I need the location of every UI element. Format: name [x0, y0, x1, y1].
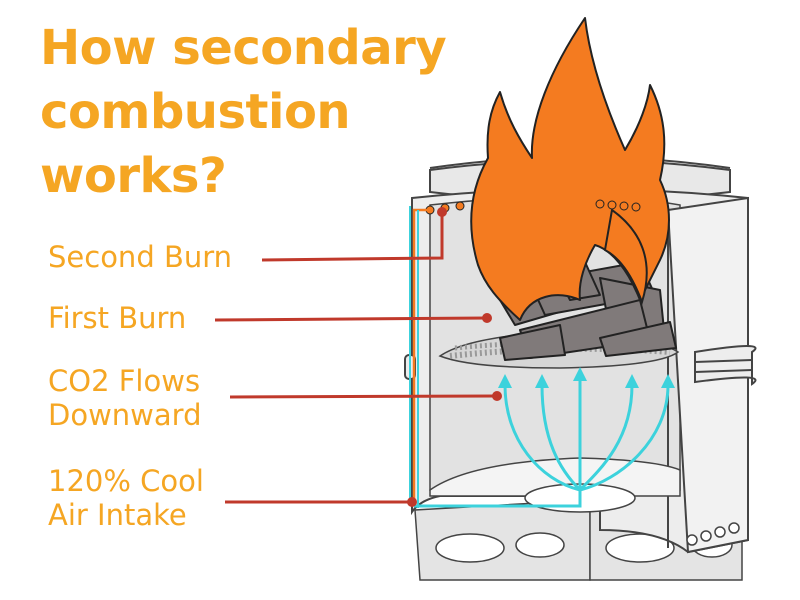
label-air-intake: 120% Cool Air Intake	[48, 464, 204, 532]
label-co2-line-2: Downward	[48, 398, 202, 432]
flame-icon	[470, 17, 670, 321]
title-line-2: combustion	[40, 84, 351, 140]
label-co2-line-1: CO2 Flows	[48, 364, 201, 398]
label-intake-line-2: Air Intake	[48, 498, 187, 532]
label-co2: CO2 Flows Downward	[48, 364, 201, 432]
leader-co2	[229, 394, 498, 399]
leader-second-burn	[261, 212, 444, 262]
secondary-burn-holes	[425, 199, 641, 215]
title-line-1: How secondary	[40, 20, 447, 76]
log-icon	[499, 261, 677, 361]
label-first-burn: First Burn	[48, 301, 187, 335]
title-line-3: works?	[40, 148, 227, 204]
arrow-up-icon	[503, 378, 670, 492]
air-channel	[409, 206, 582, 508]
arrowheads	[498, 367, 675, 388]
page-title: How secondary combustion works?	[40, 16, 447, 208]
vent-holes	[686, 522, 740, 546]
leader-dots	[407, 207, 502, 507]
leader-first-burn	[214, 316, 488, 322]
label-intake-line-1: 120% Cool	[48, 464, 204, 498]
label-second-burn: Second Burn	[48, 240, 233, 274]
leader-lines	[214, 212, 498, 504]
